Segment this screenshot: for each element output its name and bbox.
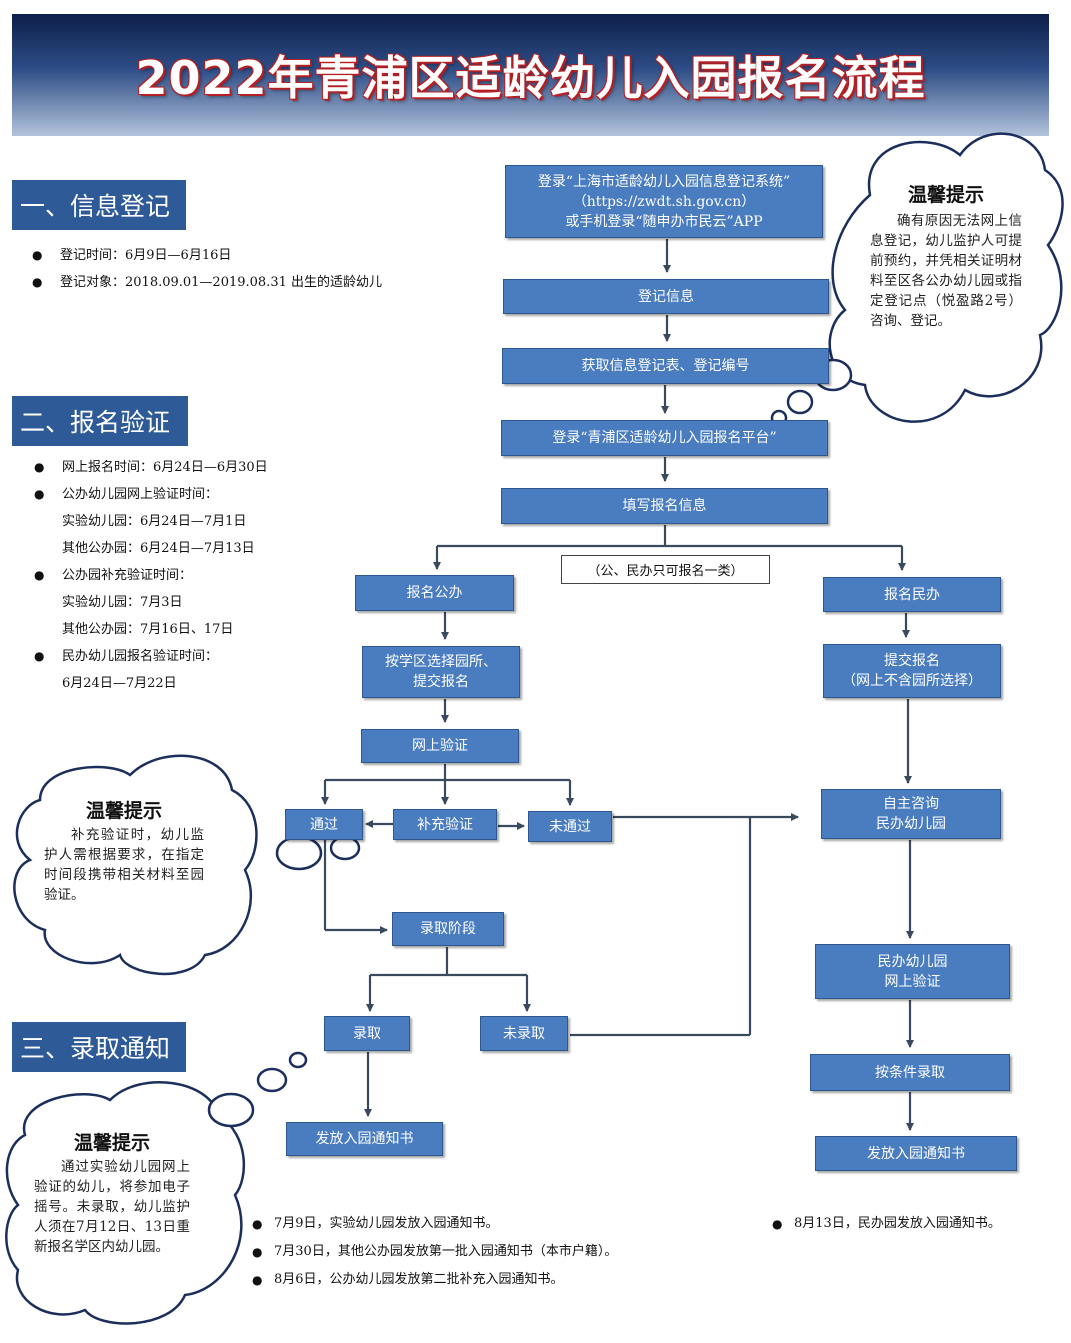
box-supplement: 补充验证	[393, 809, 497, 840]
list-item: 公办园补充验证时间：	[14, 562, 344, 589]
tip-text: 确有原因无法网上信息登记，幼儿监护人可提前预约，并凭相关证明材料至区各公办幼儿园…	[870, 213, 1022, 329]
tip-1: 温馨提示 确有原因无法网上信息登记，幼儿监护人可提前预约，并凭相关证明材料至区各…	[870, 180, 1022, 331]
box-not-admitted: 未录取	[480, 1016, 568, 1051]
title-banner: 2022年青浦区适龄幼儿入园报名流程	[12, 14, 1049, 136]
box-choose-school: 按学区选择园所、 提交报名	[362, 646, 520, 698]
list-item: 网上报名时间：6月24日—6月30日	[14, 454, 344, 481]
section-heading-3: 三、录取通知	[12, 1022, 186, 1072]
notice-list-right: 8月13日，民办园发放入园通知书。	[766, 1210, 1046, 1238]
list-item: 8月13日，民办园发放入园通知书。	[766, 1210, 1046, 1238]
box-choose-note: （公、民办只可报名一类）	[561, 555, 770, 584]
box-public-notice: 发放入园通知书	[286, 1122, 443, 1156]
list-item: 实验幼儿园：7月3日	[62, 595, 183, 610]
box-not-pass: 未通过	[528, 811, 612, 842]
notice-list-left: 7月9日，实验幼儿园发放入园通知书。 7月30日，其他公办园发放第一批入园通知书…	[246, 1210, 726, 1294]
list-item: 7月9日，实验幼儿园发放入园通知书。	[246, 1210, 726, 1238]
list-item: 8月6日，公办幼儿园发放第二批补充入园通知书。	[246, 1266, 726, 1294]
list-item: 公办幼儿园网上验证时间：	[14, 481, 344, 508]
section-heading-1: 一、信息登记	[12, 180, 186, 230]
section-1-list: 登记时间：6月9日—6月16日 登记对象：2018.09.01—2019.08.…	[12, 242, 472, 296]
section-heading-text: 二、报名验证	[20, 408, 171, 437]
list-item: 民办幼儿园报名验证时间：	[14, 643, 344, 670]
list-item: 登记时间：6月9日—6月16日	[12, 242, 472, 269]
tip-2: 温馨提示 补充验证时，幼儿监护人需根据要求，在指定时间段携带相关材料至园验证。	[44, 796, 204, 905]
cloud-bubble	[786, 389, 814, 415]
box-private-notice: 发放入园通知书	[815, 1136, 1017, 1171]
tip-cloud-1	[770, 132, 1064, 427]
list-item: 实验幼儿园：6月24日—7月1日	[62, 514, 247, 529]
cloud-bubble	[288, 1051, 308, 1069]
box-online-verify: 网上验证	[361, 729, 519, 763]
box-private: 报名民办	[823, 577, 1001, 612]
box-admitted: 录取	[324, 1016, 410, 1051]
box-private-verify: 民办幼儿园 网上验证	[815, 944, 1010, 999]
list-item: 登记对象：2018.09.01—2019.08.31 出生的适龄幼儿	[12, 269, 472, 296]
tip-title: 温馨提示	[73, 1132, 150, 1154]
box-login-system: 登录“上海市适龄幼儿入园信息登记系统” （https://zwdt.sh.gov…	[505, 165, 823, 238]
box-consult: 自主咨询 民办幼儿园	[821, 789, 1001, 839]
box-login-platform: 登录“青浦区适龄幼儿入园报名平台”	[501, 420, 828, 456]
box-admission-stage: 录取阶段	[392, 912, 504, 946]
list-item: 其他公办园：7月16日、17日	[62, 622, 234, 637]
tip-text: 通过实验幼儿园网上验证的幼儿，将参加电子摇号。未录取，幼儿监护人须在7月12日、…	[34, 1159, 190, 1255]
section-heading-text: 一、信息登记	[20, 192, 171, 221]
tip-title: 温馨提示	[907, 184, 984, 206]
list-item: 其他公办园：6月24日—7月13日	[62, 541, 255, 556]
cloud-bubble	[256, 1067, 288, 1093]
box-submit-private: 提交报名 （网上不含园所选择）	[823, 644, 1001, 698]
list-item: 6月24日—7月22日	[62, 676, 177, 691]
list-item: 7月30日，其他公办园发放第一批入园通知书（本市户籍）。	[246, 1238, 726, 1266]
tip-title: 温馨提示	[85, 800, 162, 822]
section-heading-text: 三、录取通知	[20, 1034, 171, 1063]
cloud-bubble	[275, 835, 323, 871]
cloud-bubble	[329, 835, 361, 861]
tip-text: 补充验证时，幼儿监护人需根据要求，在指定时间段携带相关材料至园验证。	[44, 827, 204, 903]
box-fill-info: 填写报名信息	[501, 488, 828, 524]
tip-cloud-3	[5, 1051, 308, 1325]
tip-3: 温馨提示 通过实验幼儿园网上验证的幼儿，将参加电子摇号。未录取，幼儿监护人须在7…	[34, 1128, 190, 1257]
cloud-bubble	[207, 1092, 255, 1128]
box-pass: 通过	[285, 809, 363, 840]
box-public: 报名公办	[355, 575, 514, 611]
box-register-info: 登记信息	[503, 279, 829, 314]
page-title: 2022年青浦区适龄幼儿入园报名流程	[135, 51, 926, 105]
section-2-list: 网上报名时间：6月24日—6月30日 公办幼儿园网上验证时间： 实验幼儿园：6月…	[14, 454, 344, 697]
box-admit-by-condition: 按条件录取	[810, 1054, 1010, 1091]
section-heading-2: 二、报名验证	[12, 396, 188, 446]
box-get-form: 获取信息登记表、登记编号	[502, 348, 829, 384]
